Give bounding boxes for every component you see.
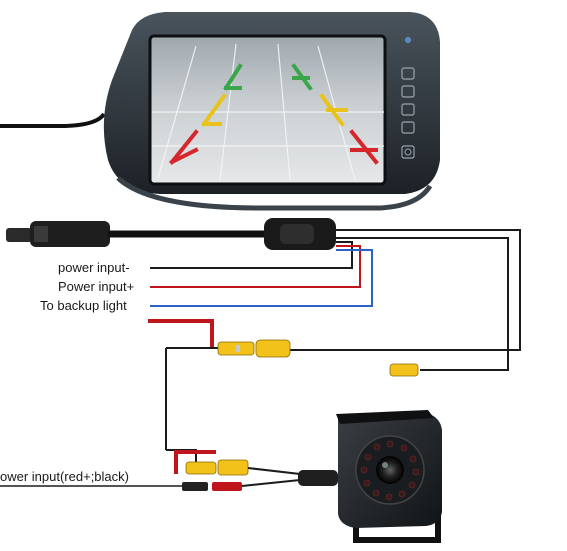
wire-black-to-rca	[290, 229, 521, 351]
camera-visor	[336, 410, 434, 424]
label-power-input-minus: power input-	[58, 260, 130, 275]
rearview-mirror-monitor	[0, 12, 440, 211]
guide-left-red	[169, 129, 199, 165]
label-to-backup-light: To backup light	[40, 298, 127, 313]
rca-lower-left	[185, 461, 217, 475]
ir-leds	[360, 440, 420, 501]
camera-lens	[376, 456, 404, 484]
backup-camera	[336, 410, 442, 543]
guide-left-green	[223, 63, 243, 91]
monitor-base-shadow	[116, 176, 433, 211]
indicator-led	[405, 37, 411, 43]
power-plug-red	[212, 482, 242, 491]
wire-red-stub	[148, 319, 214, 348]
power-plug-black	[182, 482, 208, 491]
up-icon	[401, 103, 415, 116]
menu-icon	[401, 67, 415, 80]
camera-wiring	[0, 449, 350, 491]
monitor-control-buttons	[401, 37, 415, 159]
wire-power-plus	[150, 245, 361, 288]
av-plug-tip	[6, 228, 32, 242]
main-harness	[6, 218, 521, 371]
video-extension	[148, 319, 419, 450]
wire-backup-light	[150, 249, 373, 307]
rca-lower-right	[217, 459, 249, 476]
monitor-mount-cable	[0, 112, 106, 128]
guide-left-red-tick	[169, 147, 199, 165]
guide-left-yellow	[201, 93, 227, 127]
wire-power-minus	[150, 241, 353, 269]
guide-right-red	[349, 129, 379, 165]
label-camera-power-input: ower input(red+;black)	[0, 469, 129, 484]
rca-monitor-input	[389, 363, 419, 377]
parking-guide-lines	[169, 63, 379, 165]
camera-plug	[298, 470, 338, 486]
label-power-input-plus: Power input+	[58, 279, 135, 294]
down-icon	[401, 121, 415, 134]
wire-red-lower	[174, 450, 216, 474]
rca-female-right	[255, 339, 291, 358]
monitor-screen	[148, 34, 387, 186]
power-icon	[401, 145, 415, 159]
av-plug-body	[30, 221, 110, 247]
wire-black-to-yellow	[336, 237, 509, 371]
mode-icon	[401, 85, 415, 98]
